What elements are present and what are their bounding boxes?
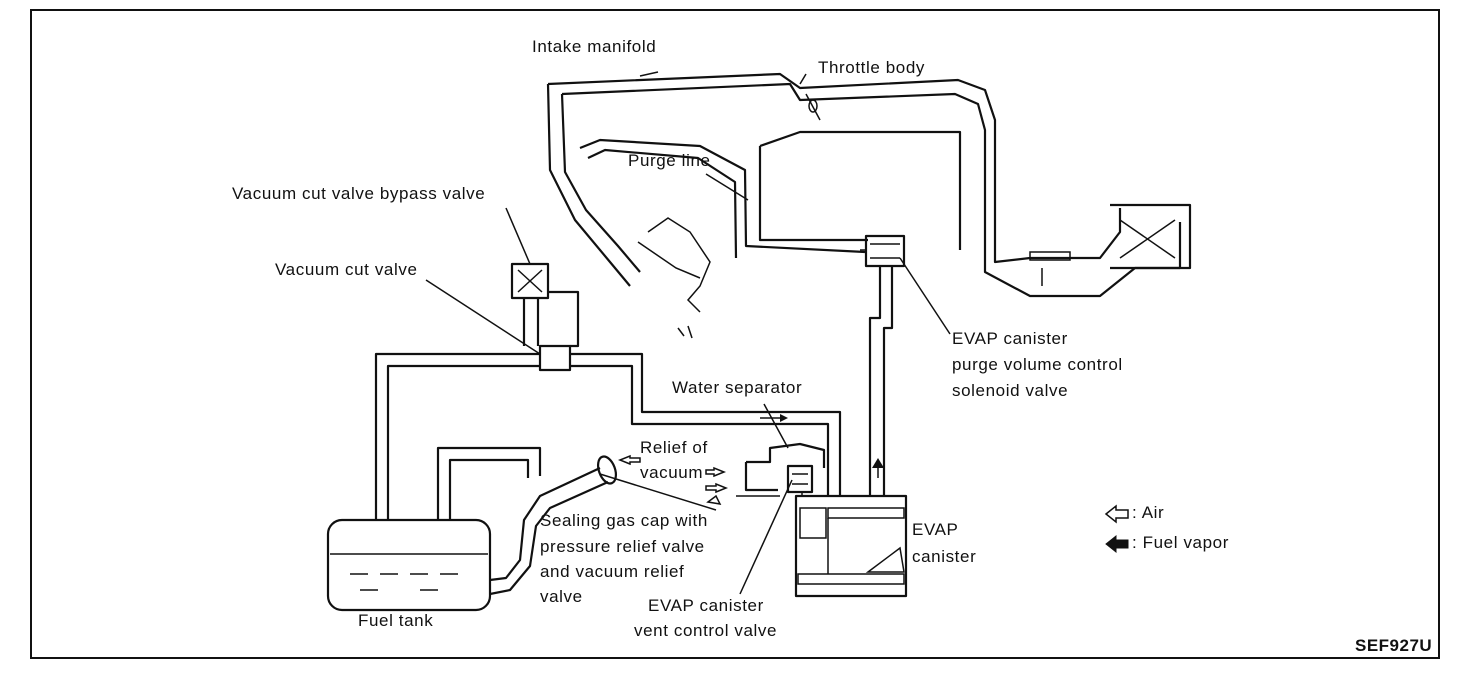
bypass-valve-icon: [510, 262, 580, 348]
legend-fuel-vapor: : Fuel vapor: [1132, 533, 1229, 553]
label-fuel-tank: Fuel tank: [358, 611, 434, 630]
legend-fuel-vapor-arrow-icon: [1105, 534, 1129, 554]
vapor-line: [374, 352, 842, 520]
legend-air: : Air: [1132, 503, 1164, 523]
purge-line: [579, 138, 894, 496]
label-purge-valve-1: EVAP canister: [952, 329, 1068, 348]
fuel-vapor-arrow: [872, 458, 884, 478]
label-gas-cap-1: Sealing gas cap with: [540, 511, 708, 530]
label-canister-1: EVAP: [912, 520, 959, 539]
label-relief-1: Relief of: [640, 438, 708, 457]
diagram-frame: [30, 9, 1440, 659]
label-vent-valve-1: EVAP canister: [648, 596, 764, 615]
intake-manifold: [546, 72, 1182, 298]
label-purge-line: Purge line: [628, 151, 711, 170]
filler-neck: [436, 446, 618, 596]
label-throttle-body: Throttle body: [818, 58, 926, 77]
vent-control-valve-icon: [786, 464, 814, 496]
air-cleaner: [1029, 203, 1192, 286]
leader-lines: [425, 71, 951, 595]
vacuum-cut-valve-icon: [538, 344, 572, 372]
purge-solenoid-valve-icon: [860, 234, 906, 268]
label-water-separator: Water separator: [672, 378, 803, 397]
label-gas-cap-3: and vacuum relief: [540, 562, 685, 581]
water-separator-icon: [736, 442, 826, 497]
air-arrows: [617, 454, 729, 505]
label-bypass-valve: Vacuum cut valve bypass valve: [232, 184, 486, 203]
label-gas-cap-4: valve: [540, 587, 583, 606]
legend-air-arrow-icon: [1104, 504, 1129, 524]
evap-canister-icon: [794, 494, 908, 598]
label-purge-valve-2: purge volume control: [952, 355, 1123, 374]
label-vent-valve-2: vent control valve: [634, 621, 778, 640]
legend-air-label: : Air: [1132, 503, 1165, 522]
label-canister-2: canister: [912, 547, 977, 566]
label-intake-manifold: Intake manifold: [532, 37, 657, 56]
label-purge-valve-3: solenoid valve: [952, 381, 1069, 400]
throttle-valve-icon: [805, 93, 821, 121]
fuel-tank-icon: [326, 518, 492, 612]
label-vacuum-cut-valve: Vacuum cut valve: [275, 260, 418, 279]
engine-outline: [637, 217, 711, 339]
figure-code: SEF927U: [1355, 636, 1433, 655]
plenum: [758, 130, 962, 250]
label-gas-cap-2: pressure relief valve: [540, 537, 705, 556]
legend-fuel-vapor-label: : Fuel vapor: [1132, 533, 1229, 552]
label-relief-2: vacuum: [640, 463, 704, 482]
